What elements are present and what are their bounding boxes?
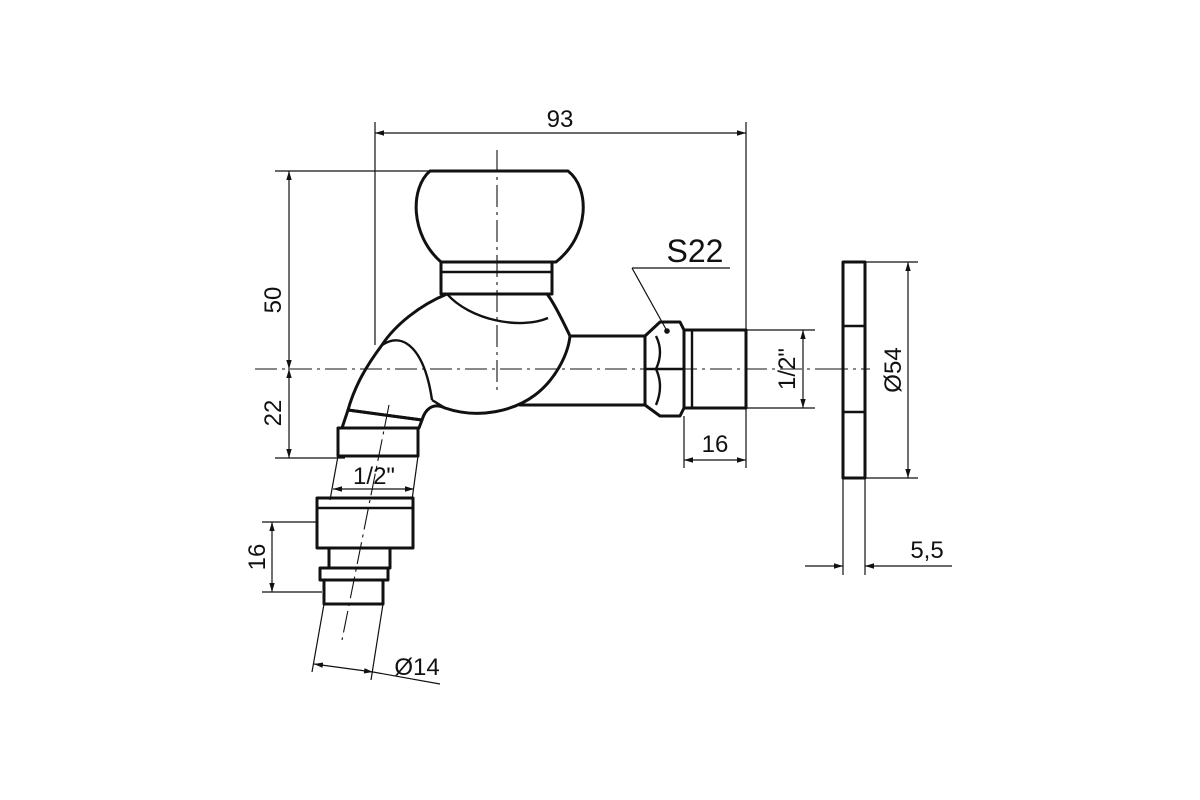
handle-collar	[439, 260, 554, 296]
dimension-inlet-thread: 1/2"	[746, 329, 815, 409]
extension-line	[329, 455, 339, 501]
callout-s22: S22	[631, 233, 730, 332]
hose-coupling-nut	[315, 496, 415, 550]
dim-label-nozzle-length: 16	[244, 544, 271, 571]
nozzle-centerline	[341, 404, 390, 641]
outlet-thread-ring	[336, 426, 420, 458]
dim-label-nozzle-diameter: Ø14	[394, 654, 439, 681]
dim-label-hex-size: S22	[667, 233, 724, 269]
dim-label-rosette-diameter: Ø54	[880, 347, 907, 392]
spout-lower-edge	[431, 398, 446, 410]
leader-line	[631, 267, 668, 332]
dimension-d14: Ø14	[311, 603, 441, 685]
hose-tip	[322, 578, 385, 606]
hose-adapter-ring	[318, 566, 390, 582]
rosette	[841, 260, 867, 480]
handle-knob	[414, 169, 585, 264]
extension-line	[311, 603, 325, 673]
outlet-nozzle	[315, 408, 424, 606]
outlet-neck	[340, 408, 424, 430]
dimension-d54: Ø54	[865, 261, 918, 479]
dimension-line	[313, 662, 374, 674]
dimension-outlet-thread: 1/2"	[329, 455, 419, 501]
dimension-line-extension	[372, 671, 441, 685]
body-outline	[346, 292, 572, 422]
dim-label-inlet-length: 16	[702, 431, 729, 458]
dim-label-rosette-thickness: 5,5	[910, 537, 943, 564]
valve-body	[346, 292, 572, 422]
inlet-pipe	[518, 334, 647, 407]
rosette-plate	[841, 260, 867, 480]
dim-label-outlet-drop: 22	[260, 400, 287, 427]
body-upper-contour	[446, 293, 549, 325]
dimension-22: 22	[260, 369, 345, 459]
dimension-16-nozzle: 16	[244, 521, 322, 593]
extension-line	[411, 455, 419, 501]
handle	[414, 169, 585, 296]
spout-contour	[381, 339, 434, 401]
dim-label-outlet-thread: 1/2"	[353, 463, 395, 490]
dimension-50: 50	[260, 170, 430, 369]
dimension-93: 93	[374, 106, 747, 345]
inlet-thread	[682, 328, 748, 410]
dim-label-height: 50	[260, 287, 287, 314]
dimension-5-5: 5,5	[805, 478, 952, 575]
dim-label-inlet-thread: 1/2"	[774, 348, 801, 390]
dimension-16-inlet: 16	[683, 408, 747, 468]
dim-label-overall-length: 93	[547, 106, 574, 133]
extension-line	[370, 603, 384, 681]
hex-nut-chamfer	[654, 335, 662, 406]
